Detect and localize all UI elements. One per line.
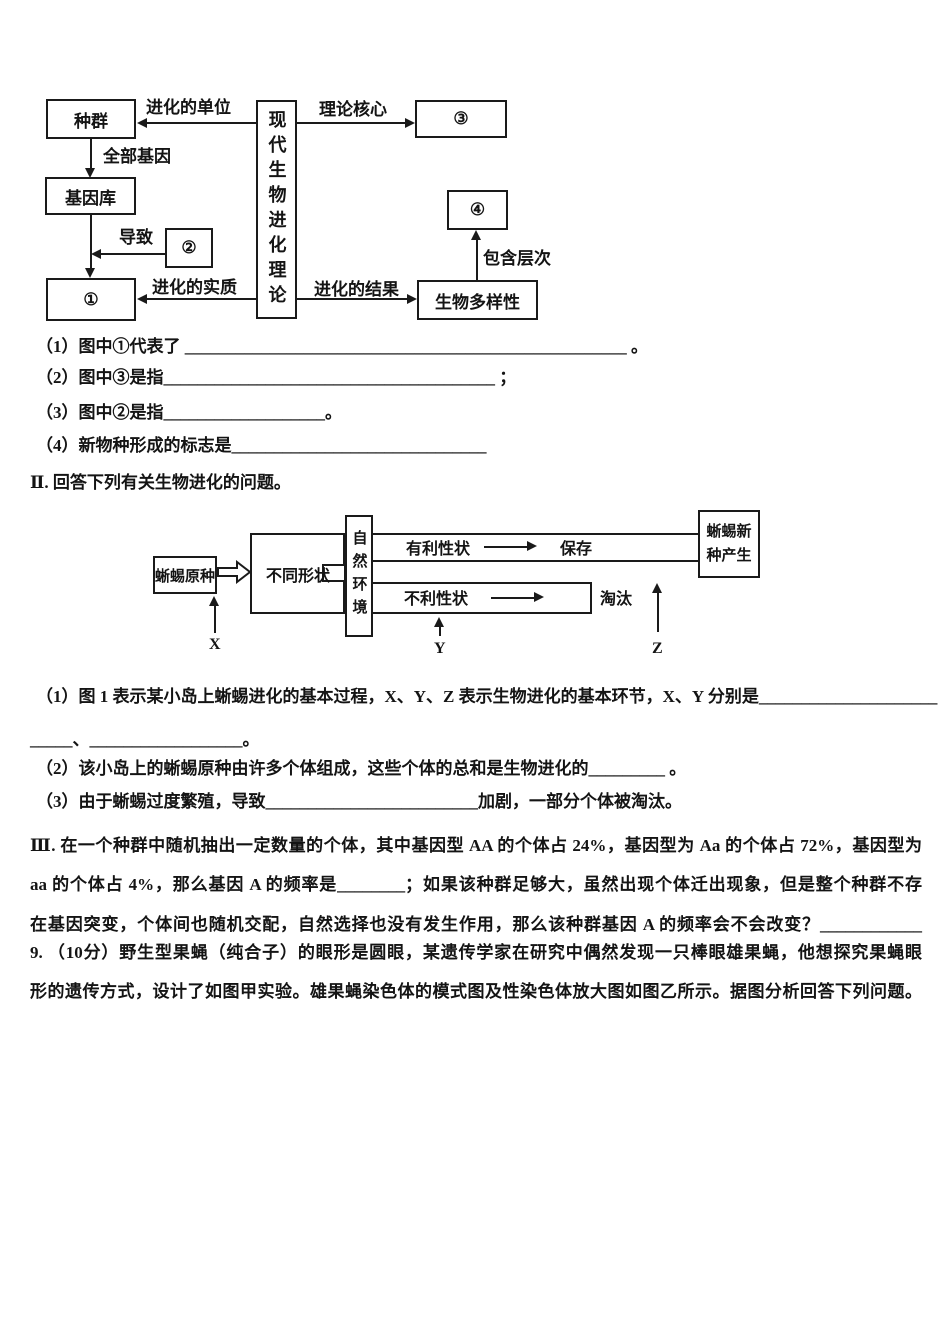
- label-y: Y: [434, 640, 446, 657]
- arrow-head-up-icon: [652, 583, 662, 593]
- arrow-head-left-icon: [137, 118, 147, 128]
- label-eliminated: 淘汰: [600, 591, 633, 608]
- question-s1-1: （1）图中①代表了 ______________________________…: [36, 337, 648, 356]
- arrow-line: [657, 592, 659, 632]
- question-s2-1-cont: _____、__________________。: [30, 730, 260, 749]
- arrow-line: [90, 139, 92, 169]
- box-circle-2: ②: [165, 228, 213, 268]
- box-modern-theory: 现代生物进化理论: [256, 100, 297, 319]
- question9-line-1: 9. （10分）野生型果蝇（纯合子）的眼形是圆眼，某遗传学家在研究中偶然发现一只…: [30, 943, 922, 962]
- arrow-head-down-icon: [85, 268, 95, 278]
- arrow-head-right-icon: [405, 118, 415, 128]
- arrow-head-left-icon: [137, 294, 147, 304]
- question-s1-2: （2）图中③是指________________________________…: [36, 368, 517, 387]
- arrow-head-up-icon: [209, 596, 219, 606]
- arrow-head-right-icon: [407, 294, 417, 304]
- label-theory-core: 理论核心: [319, 100, 387, 119]
- box-new-species-line2: 种产生: [706, 548, 752, 564]
- arrow-line: [147, 122, 256, 124]
- box-new-species: 蜥蜴新 种产生: [698, 510, 760, 578]
- label-contain-levels: 包含层次: [483, 249, 551, 268]
- label-x: X: [209, 636, 221, 653]
- label-z: Z: [652, 640, 663, 657]
- box-circle-1: ①: [46, 278, 136, 321]
- question-s2-3: （3）由于蜥蜴过度繁殖，导致_________________________加…: [36, 792, 682, 811]
- section3-line-2: aa 的个体占 4%，那么基因 A 的频率是________；如果该种群足够大，…: [30, 875, 922, 894]
- box-circle-3: ③: [415, 100, 507, 138]
- arrow-head-right-icon: [534, 592, 544, 602]
- box-population: 种群: [46, 99, 136, 139]
- question-s2-2: （2）该小岛上的蜥蜴原种由许多个体组成，这些个体的总和是生物进化的_______…: [36, 759, 687, 778]
- arrow-line: [439, 626, 441, 636]
- label-causes: 导致: [119, 228, 153, 247]
- label-evolution-essence: 进化的实质: [152, 278, 237, 297]
- arrow-line: [90, 215, 92, 268]
- question9-line-2: 形的遗传方式，设计了如图甲实验。雄果蝇染色体的模式图及性染色体放大图如图乙所示。…: [30, 982, 922, 1001]
- box-gene-pool: 基因库: [45, 177, 136, 215]
- section3-line-1: Ⅲ. 在一个种群中随机抽出一定数量的个体，其中基因型 AA 的个体占 24%，基…: [30, 836, 922, 855]
- label-evolution-unit: 进化的单位: [146, 98, 231, 117]
- arrow-head-left-icon: [91, 249, 101, 259]
- arrow-head-up-icon: [434, 617, 444, 627]
- question-s1-3: （3）图中②是指___________________。: [36, 403, 342, 422]
- label-favorable-traits: 有利性状: [406, 541, 471, 558]
- box-biodiversity: 生物多样性: [417, 280, 538, 320]
- arrow-head-down-icon: [85, 168, 95, 178]
- hollow-arrow-icon: [217, 560, 251, 584]
- box-lizard-original: 蜥蜴原种: [153, 556, 217, 594]
- question-s1-4: （4）新物种形成的标志是____________________________…: [36, 436, 487, 455]
- arrow-head-up-icon: [471, 230, 481, 240]
- channel-favorable: [373, 533, 698, 562]
- arrow-line: [297, 122, 405, 124]
- label-different-shapes: 不同形状: [265, 568, 330, 585]
- box-natural-environment: 自然环境: [345, 515, 373, 637]
- box-circle-4: ④: [447, 190, 508, 230]
- arrow-line: [491, 597, 535, 599]
- label-all-genes: 全部基因: [103, 147, 171, 166]
- channel-unfavorable: [373, 582, 592, 614]
- section3-line-3: 在基因突变，个体间也随机交配，自然选择也没有发生作用，那么该种群基因 A 的频率…: [30, 915, 922, 934]
- arrow-line: [147, 298, 256, 300]
- arrow-line: [484, 546, 528, 548]
- arrow-line: [297, 298, 407, 300]
- arrow-line: [214, 605, 216, 633]
- hollow-arrow-shape: [217, 560, 251, 584]
- label-evolution-result: 进化的结果: [314, 280, 399, 299]
- label-unfavorable-traits: 不利性状: [404, 591, 469, 608]
- box-new-species-line1: 蜥蜴新: [706, 524, 752, 540]
- arrow-head-right-icon: [527, 541, 537, 551]
- label-preserved: 保存: [560, 541, 593, 558]
- arrow-line: [476, 239, 478, 280]
- question-s2-1: （1）图 1 表示某小岛上蜥蜴进化的基本过程，X、Y、Z 表示生物进化的基本环节…: [36, 687, 938, 706]
- section2-heading: Ⅱ. 回答下列有关生物进化的问题。: [30, 473, 291, 492]
- arrow-line: [101, 253, 165, 255]
